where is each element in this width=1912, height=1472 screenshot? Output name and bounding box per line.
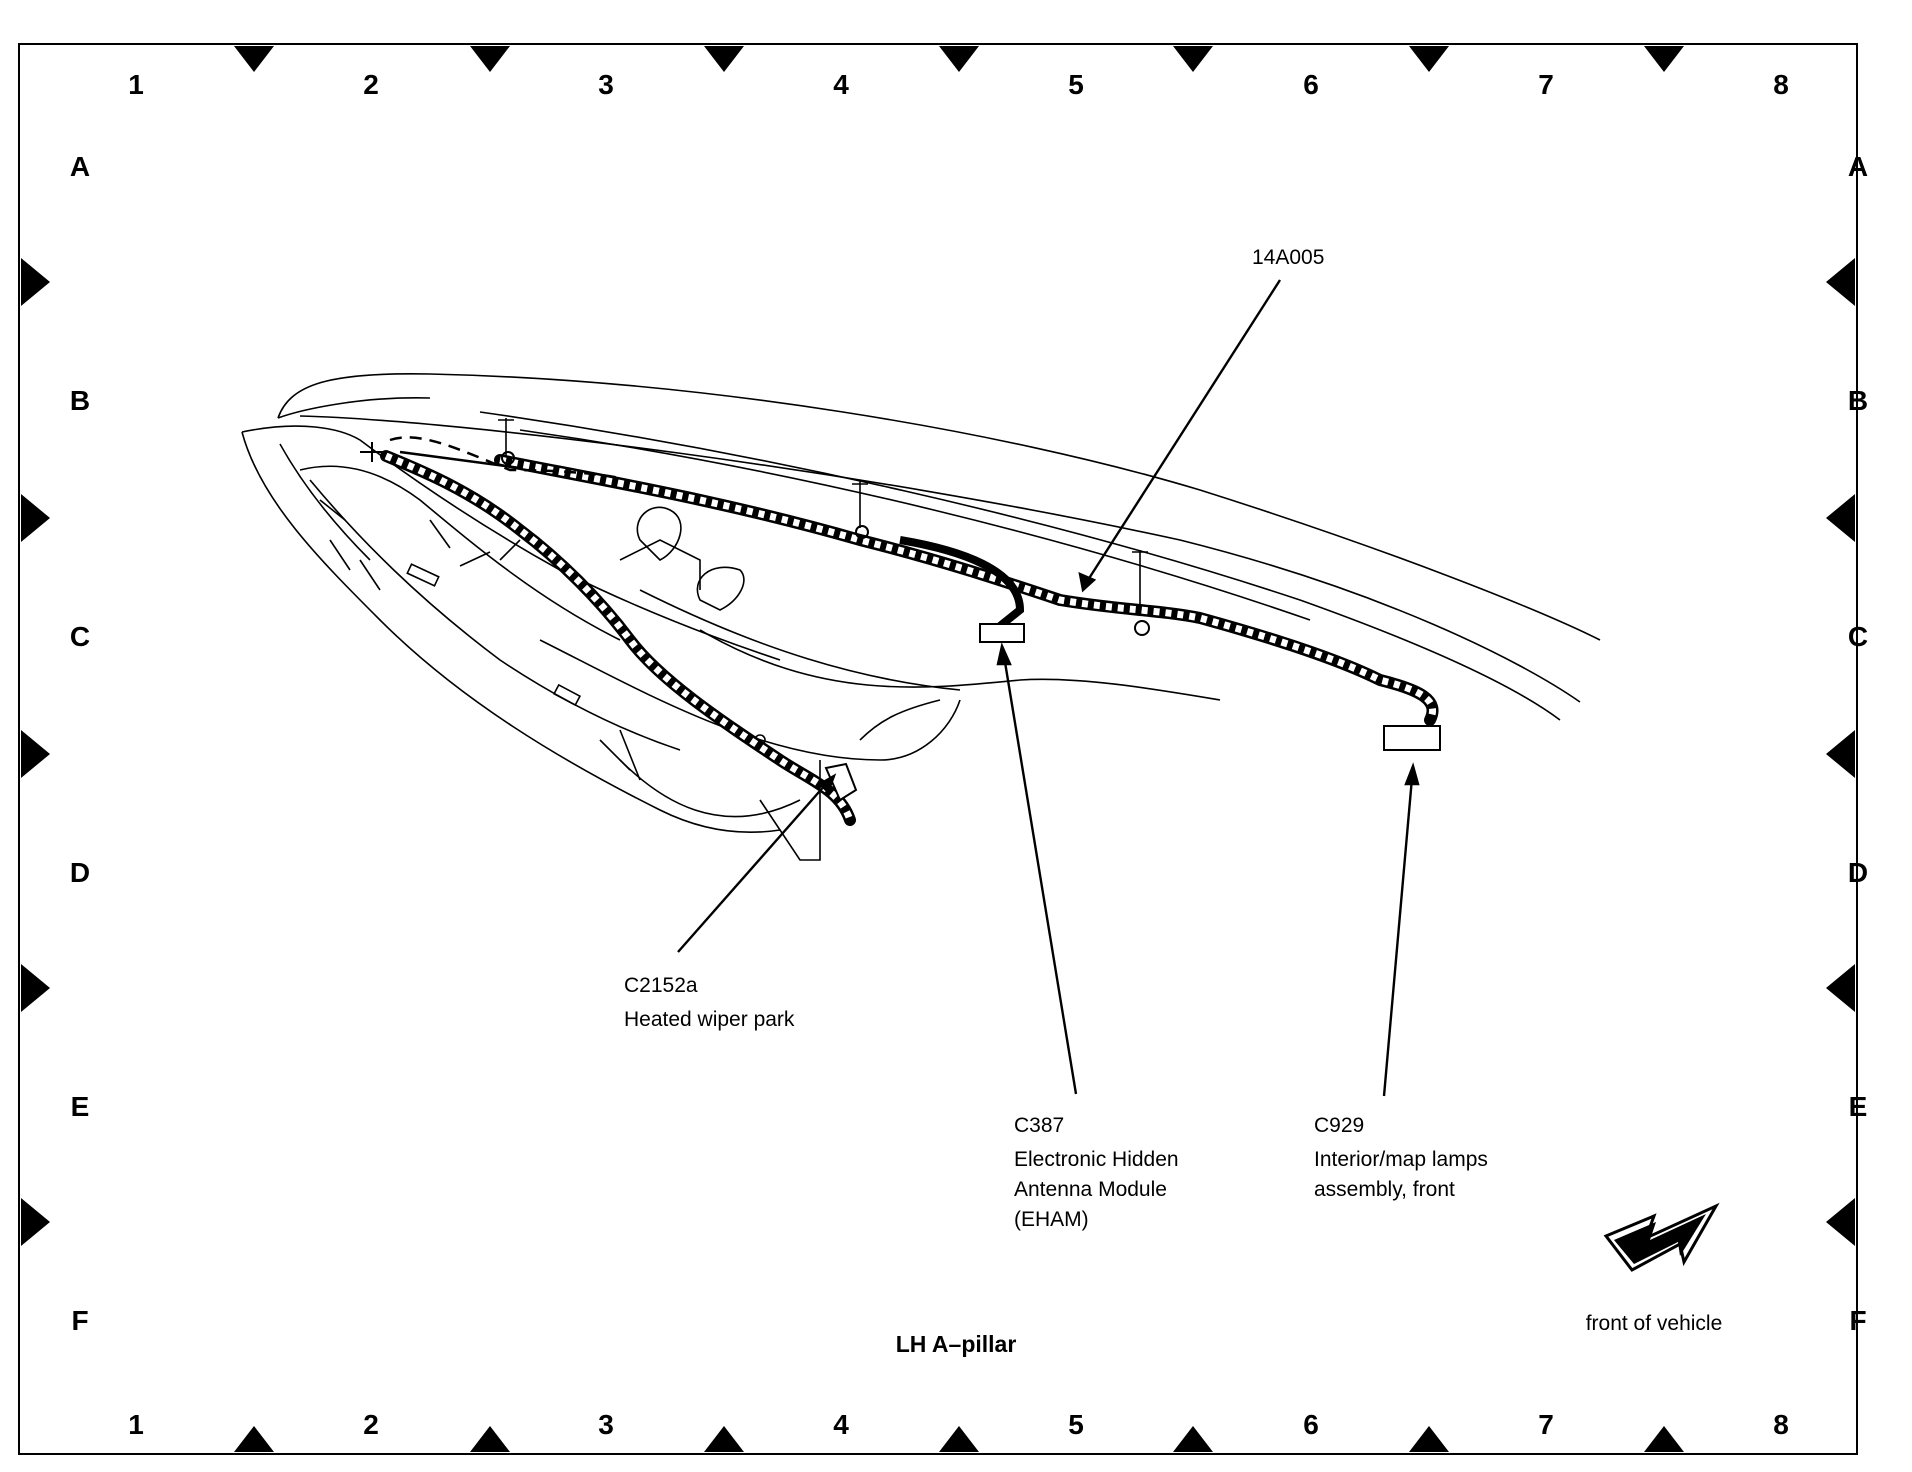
grid-row-e-left: E <box>71 1091 90 1122</box>
grid-col-6-top: 6 <box>1303 69 1319 100</box>
callout-c387-id: C387 <box>1014 1114 1064 1137</box>
grid-col-4-bottom: 4 <box>833 1409 849 1440</box>
grid-col-4-top: 4 <box>833 69 849 100</box>
grid-row-c-left: C <box>70 621 90 652</box>
callout-c929-line2: assembly, front <box>1314 1178 1455 1201</box>
zone-markers <box>21 46 1855 1452</box>
grid-row-b-right: B <box>1848 385 1868 416</box>
grid-col-2-top: 2 <box>363 69 379 100</box>
grid-row-a-left: A <box>70 151 90 182</box>
grid-col-5-bottom: 5 <box>1068 1409 1084 1440</box>
connector-c929 <box>1383 725 1441 751</box>
callout-c387-line1: Electronic Hidden <box>1014 1148 1179 1171</box>
grid-row-e-right: E <box>1849 1091 1868 1122</box>
diagram-frame <box>18 43 1858 1455</box>
callout-c929-id: C929 <box>1314 1114 1364 1137</box>
grid-row-a-right: A <box>1848 151 1868 182</box>
leader-lines <box>677 279 1420 1097</box>
grid-col-3-bottom: 3 <box>598 1409 614 1440</box>
grid-col-3-top: 3 <box>598 69 614 100</box>
grid-col-1-top: 1 <box>128 69 144 100</box>
grid-col-5-top: 5 <box>1068 69 1084 100</box>
callout-c929-line1: Interior/map lamps <box>1314 1148 1488 1171</box>
arrow-icon <box>1603 1202 1720 1272</box>
callout-c387-line2: Antenna Module <box>1014 1178 1167 1201</box>
grid-row-b-left: B <box>70 385 90 416</box>
front-of-vehicle-label: front of vehicle <box>1586 1312 1723 1335</box>
grid-row-d-right: D <box>1848 857 1868 888</box>
a-pillar-structure <box>241 372 1601 861</box>
connectors <box>824 623 1441 802</box>
diagram-caption: LH A–pillar <box>896 1331 1017 1357</box>
grid-col-2-bottom: 2 <box>363 1409 379 1440</box>
callout-c387-line3: (EHAM) <box>1014 1208 1089 1231</box>
callout-c2152a-id: C2152a <box>624 974 698 997</box>
callout-14a005: 14A005 <box>1252 246 1324 269</box>
grid-row-d-left: D <box>70 857 90 888</box>
connector-c2152a <box>824 762 858 802</box>
grid-col-7-top: 7 <box>1538 69 1554 100</box>
wire-harness-14a005 <box>360 418 1439 826</box>
grid-col-6-bottom: 6 <box>1303 1409 1319 1440</box>
grid-col-8-top: 8 <box>1773 69 1789 100</box>
callout-c2152a-desc: Heated wiper park <box>624 1008 795 1031</box>
grid-col-7-bottom: 7 <box>1538 1409 1554 1440</box>
grid-row-f-left: F <box>71 1305 88 1336</box>
grid-col-1-bottom: 1 <box>128 1409 144 1440</box>
grid-row-c-right: C <box>1848 621 1868 652</box>
grid-col-8-bottom: 8 <box>1773 1409 1789 1440</box>
grid-row-f-right: F <box>1849 1305 1866 1336</box>
connector-c387 <box>979 623 1025 643</box>
